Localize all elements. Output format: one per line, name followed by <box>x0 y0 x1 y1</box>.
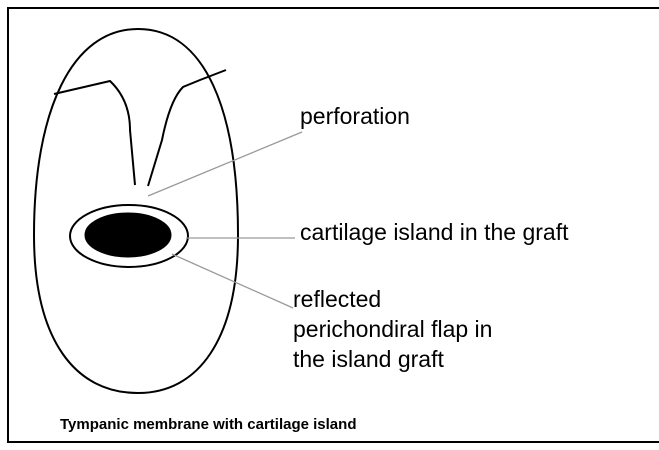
perforation-leader-line <box>148 132 302 196</box>
malleus-left-stroke <box>54 81 135 185</box>
reflected-flap-label-line-3: the island graft <box>293 344 492 374</box>
figure-caption: Tympanic membrane with cartilage island <box>60 416 356 433</box>
reflected-flap-label-line-2: perichondiral flap in <box>293 314 492 344</box>
reflected-flap-label: reflected perichondiral flap in the isla… <box>293 284 492 374</box>
cartilage-island <box>85 213 171 257</box>
cartilage-island-label: cartilage island in the graft <box>300 217 569 247</box>
tympanic-membrane-outline <box>34 29 238 393</box>
perforation-label: perforation <box>300 101 410 131</box>
reflected-flap-label-line-1: reflected <box>293 284 492 314</box>
